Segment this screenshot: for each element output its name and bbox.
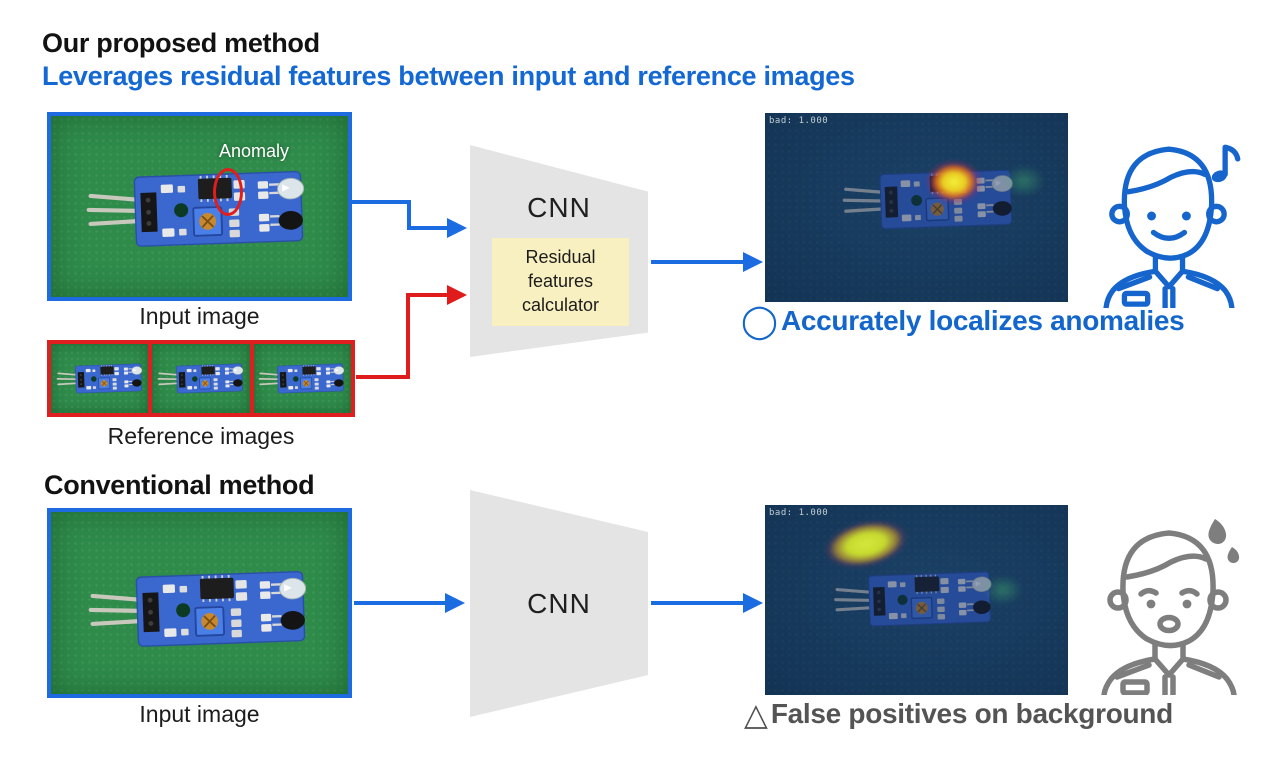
conventional-cnn-block (470, 490, 648, 717)
triangle-warning-icon: △ (744, 696, 768, 732)
conventional-result-text: False positives on background (770, 698, 1173, 729)
proposed-cnn-label: CNN (527, 192, 591, 223)
conventional-output-heatmap: bad: 1.000 (765, 505, 1068, 695)
reference-images-label: Reference images (107, 423, 295, 449)
anomaly-hotspot (925, 159, 983, 205)
heatmap-tint-overlay (765, 505, 1068, 695)
led-glow (1003, 165, 1045, 197)
proposed-input-image-label: Input image (139, 303, 260, 329)
conventional-method-title: Conventional method (44, 470, 315, 500)
proposed-result-text: Accurately localizes anomalies (780, 304, 1185, 336)
proposed-method-subtitle: Leverages residual features between inpu… (42, 61, 855, 91)
sensor-module-photo (157, 360, 245, 397)
heatmap-tint-overlay (765, 113, 1068, 302)
arrow-input-to-cnn (352, 200, 467, 238)
circle-ok-icon: ◯ (741, 302, 778, 339)
reference-image-3 (253, 344, 351, 413)
proposed-output-heatmap: bad: 1.000 (765, 113, 1068, 302)
arrow-references-to-cnn (356, 285, 467, 379)
reference-image-2 (152, 344, 250, 413)
residual-features-calculator-box: Residual features calculator (492, 238, 629, 326)
sensor-module-photo (258, 360, 346, 397)
led-glow (983, 575, 1023, 605)
worried-person-with-sweat-icon (1101, 519, 1240, 695)
reference-image-1 (51, 344, 149, 413)
conventional-input-image-label: Input image (139, 701, 260, 727)
anomaly-score-text: bad: 1.000 (769, 508, 829, 518)
conventional-input-image (47, 508, 352, 698)
anomaly-score-text: bad: 1.000 (769, 116, 829, 126)
conventional-cnn-label: CNN (527, 588, 591, 619)
anomaly-circle-marker (213, 168, 243, 216)
proposed-result-line: ◯ Accurately localizes anomalies (741, 302, 1185, 339)
proposed-method-title: Our proposed method (42, 28, 320, 58)
sensor-module-photo (56, 360, 144, 397)
residual-features-calculator-label: Residual features calculator (521, 247, 600, 315)
conventional-result-line: △ False positives on background (744, 698, 1173, 730)
anomaly-callout: Anomaly (219, 141, 290, 161)
proposed-input-image: Anomaly (47, 112, 352, 301)
happy-person-with-music-note-icon (1103, 144, 1241, 308)
sensor-module-photo (87, 562, 311, 656)
reference-images-strip (47, 340, 355, 417)
sensor-module-photo (85, 162, 309, 256)
